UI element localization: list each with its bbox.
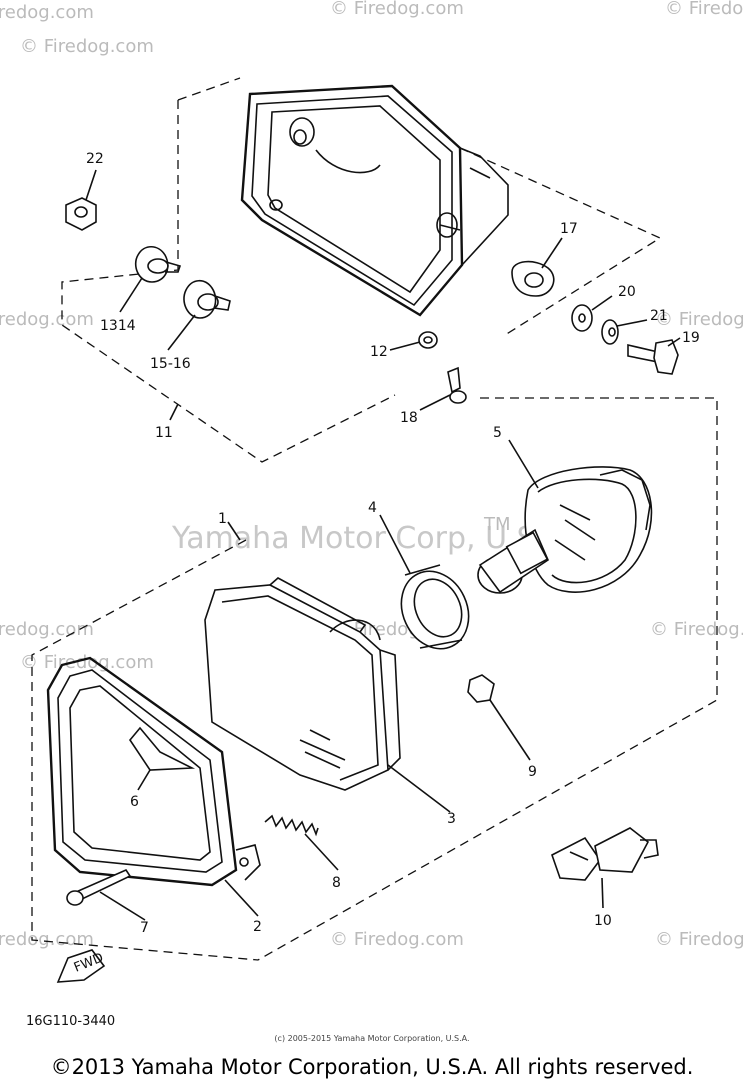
diagram-code: 16G110-3440: [26, 1014, 115, 1029]
part-19-bolt: [627, 339, 679, 375]
watermark-firedog: © Firedog.com: [330, 929, 464, 950]
part-1516-grommet: [183, 279, 231, 319]
watermark-firedog: © Firedog.com: [20, 652, 154, 673]
part-22-nut: [65, 197, 97, 231]
callout-labels: 22 1314 15-16 17 20 21 19 12 18 11 5 4 1…: [86, 151, 700, 936]
callout-5: 5: [493, 425, 502, 441]
part-3-lens-unit: [204, 577, 401, 791]
watermark-firedog: © Firedog.com: [650, 619, 743, 640]
watermark-firedog: © Firedog.com: [0, 2, 94, 23]
watermark-firedog: © Firedog.com: [655, 309, 743, 330]
callout-12: 12: [370, 344, 388, 360]
part-4-rubber-ring: [400, 564, 470, 650]
part-10-bulb: [551, 827, 659, 881]
footer-copyright: ©2013 Yamaha Motor Corporation, U.S.A. A…: [51, 1055, 694, 1079]
callout-6: 6: [130, 794, 139, 810]
watermark-firedog: © Firedog.com: [0, 929, 94, 950]
callout-1314: 1314: [100, 318, 136, 334]
callout-11: 11: [155, 425, 173, 441]
callout-leaders: [85, 169, 681, 921]
callout-3: 3: [447, 811, 456, 827]
watermark-firedog: © Firedog.com: [330, 0, 464, 19]
headlight-housing: [240, 84, 509, 317]
callout-2: 2: [253, 919, 262, 935]
callout-10: 10: [594, 913, 612, 929]
small-copyright: (c) 2005-2015 Yamaha Motor Corporation, …: [274, 1034, 469, 1043]
part-1314-grommet: [134, 245, 182, 283]
callout-19: 19: [682, 330, 700, 346]
part-12-nut: [418, 331, 438, 349]
part-5-socket-cover: [477, 466, 653, 594]
watermark-firedog: © Firedog.com: [20, 36, 154, 57]
part-18-screw: [447, 366, 467, 404]
part-2-rim: [46, 656, 261, 887]
part-21-washer: [601, 319, 619, 345]
callout-15-16: 15-16: [150, 356, 191, 372]
part-9-clip: [467, 674, 495, 703]
watermark-firedog: © Firedog.com: [655, 929, 743, 950]
part-8-spring: [264, 814, 319, 837]
callout-4: 4: [368, 500, 377, 516]
callout-18: 18: [400, 410, 418, 426]
watermark-firedog: © Firedog.com: [665, 0, 743, 19]
part-20-washer: [571, 304, 593, 332]
callout-8: 8: [332, 875, 341, 891]
upper-assembly-outline: [61, 77, 662, 463]
callout-17: 17: [560, 221, 578, 237]
callout-1: 1: [218, 511, 227, 527]
part-7-screw: [66, 868, 132, 906]
watermark-firedog: © Firedog.com: [0, 309, 94, 330]
callout-20: 20: [618, 284, 636, 300]
callout-7: 7: [140, 920, 149, 936]
lower-assembly-outline: [31, 397, 718, 961]
callout-22: 22: [86, 151, 104, 167]
callout-21: 21: [650, 308, 668, 324]
watermark-tm: TM: [483, 514, 511, 535]
fwd-arrow: FWD: [56, 949, 106, 983]
part-17-damper: [511, 260, 555, 297]
callout-9: 9: [528, 764, 537, 780]
